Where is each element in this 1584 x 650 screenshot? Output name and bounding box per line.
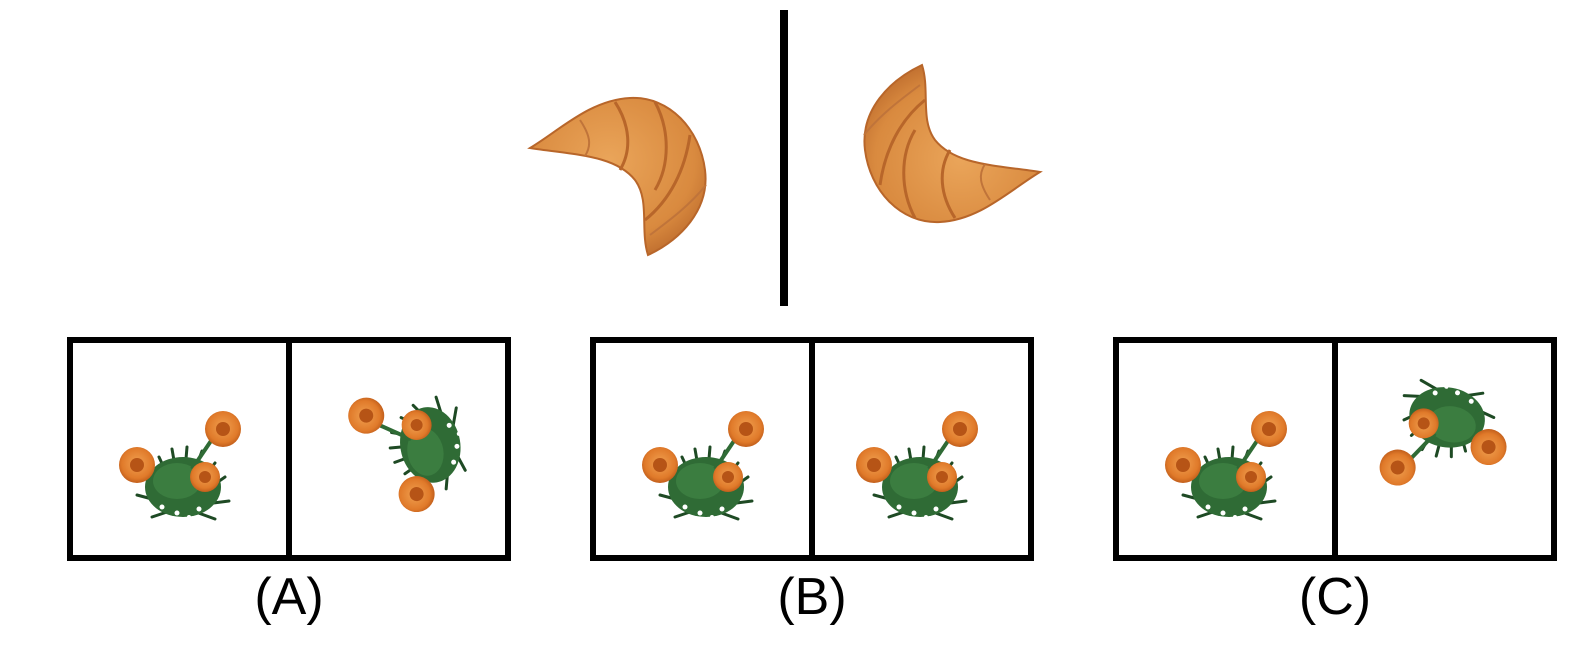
- croissant-icon: [520, 90, 720, 270]
- option-a-divider: [286, 337, 292, 561]
- option-a[interactable]: [67, 337, 511, 561]
- option-b[interactable]: [590, 337, 1034, 561]
- flower-bush-icon: [844, 377, 994, 527]
- option-c-label: (C): [1298, 568, 1372, 626]
- option-b-divider: [809, 337, 815, 561]
- flower-bush-icon: [1153, 377, 1303, 527]
- option-c-divider: [1332, 337, 1338, 561]
- example-divider: [780, 10, 788, 306]
- flower-bush-flipped-icon: [1367, 373, 1518, 527]
- croissant-mirrored-icon: [850, 50, 1050, 230]
- flower-bush-icon: [107, 377, 257, 527]
- option-a-label: (A): [254, 568, 324, 626]
- flower-bush-rotated-icon: [321, 377, 475, 527]
- option-c[interactable]: [1113, 337, 1557, 561]
- flower-bush-icon: [630, 377, 780, 527]
- example-pair: [0, 0, 1584, 320]
- option-b-label: (B): [777, 568, 847, 626]
